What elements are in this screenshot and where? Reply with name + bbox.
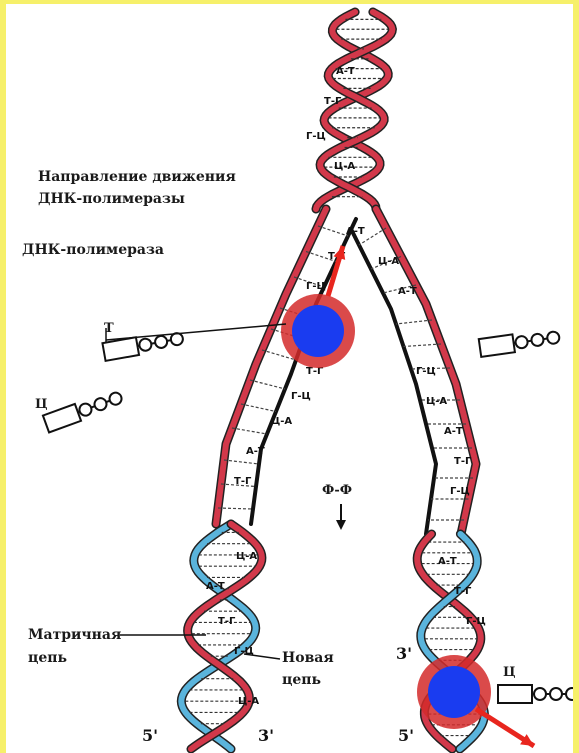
base-letter: Ц-А — [426, 396, 447, 407]
left-3-prime-end: 3' — [258, 726, 274, 745]
nucleotide-triphosphate-icon — [43, 388, 124, 432]
dna-strands — [181, 12, 484, 749]
free-nucleotide-base-bottom-right: Ц — [503, 664, 516, 682]
template-strand-label-line2: цепь — [28, 649, 67, 667]
base-letter: А-Т — [346, 226, 365, 237]
left-fork-arm-rung — [224, 460, 259, 464]
incoming-nucleotide-line — [106, 324, 286, 340]
nucleotide-triphosphate-icon-sugar — [498, 685, 532, 703]
base-letter: Ц-А — [378, 256, 399, 267]
nucleotide-triphosphate-icon-sugar — [43, 404, 81, 433]
nucleotide-triphosphate-icon-phosphate — [138, 338, 152, 352]
nucleotide-triphosphate-icon-phosphate — [534, 688, 546, 700]
base-letter: Т-Г — [454, 456, 472, 467]
base-pair-rungs: А-Т Т-Г Г-Ц Ц-А А-Т Т-Г Г-Ц Ц-А А-Т Т-Г Г-Ц Ц-А А-Т Т… — [185, 19, 485, 735]
base-letter: Т-Г — [218, 616, 236, 627]
nucleotide-triphosphate-icon — [479, 328, 561, 357]
nucleotide-triphosphate-icon — [498, 685, 573, 703]
new-strand-label-line1: Новая — [282, 649, 334, 667]
nucleotide-triphosphate-icon-phosphate — [566, 688, 573, 700]
base-letter: Ц-А — [238, 696, 259, 707]
base-letter: Г-Ц — [306, 131, 326, 142]
nucleotide-triphosphate-icon-phosphate — [154, 335, 168, 349]
base-letter: Ц-А — [236, 551, 257, 562]
direction-label-line2: ДНК-полимеразы — [38, 190, 185, 208]
right-3-prime-end: 3' — [396, 644, 412, 663]
direction-label-line1: Направление движения — [38, 168, 236, 186]
base-letter: А-Т — [206, 581, 225, 592]
nucleotide-triphosphate-icon-sugar — [102, 337, 139, 361]
base-letter: А-Т — [444, 426, 463, 437]
base-letter: А-Т — [246, 446, 265, 457]
left-fork-arm-rung — [250, 380, 285, 389]
nucleotide-triphosphate-icon-phosphate — [531, 333, 545, 347]
left-fork-arm-rung — [218, 508, 253, 509]
base-letter: Г-Ц — [450, 486, 470, 497]
base-letter: Г-Ц — [466, 616, 486, 627]
base-letter: Т-Г — [454, 586, 472, 597]
right-fork-arm-rung — [404, 344, 442, 347]
base-letter: Ц-А — [334, 161, 355, 172]
nucleotide-triphosphate-icon-phosphate — [515, 335, 529, 349]
polymerase-sphere-icon — [292, 305, 344, 357]
released-diphosphate: Ф-Ф — [322, 482, 352, 500]
template-strand-label-line1: Матричная — [28, 626, 121, 644]
nucleotide-triphosphate-icon-phosphate — [108, 391, 123, 406]
nucleotide-triphosphate-icon-phosphate — [547, 331, 561, 345]
left-5-prime-end: 5' — [142, 726, 158, 745]
left-fork-arm-rung — [318, 226, 348, 236]
base-letter: А-Т — [398, 286, 417, 297]
diagram-canvas: А-Т Т-Г Г-Ц Ц-А А-Т Т-Г Г-Ц Ц-А А-Т Т-Г Г-Ц Ц-А А-Т Т… — [6, 4, 573, 753]
polymerase-label: ДНК-полимераза — [22, 241, 164, 259]
base-letter: Т-Г — [234, 476, 252, 487]
nucleotide-triphosphate-icon-phosphate — [550, 688, 562, 700]
base-letter: А-Т — [336, 66, 355, 77]
base-letter: Г-Ц — [291, 391, 311, 402]
free-nucleotide-base-left: Т — [104, 320, 114, 338]
right-fork-arm-inner — [351, 229, 436, 534]
left-fork-arm-rung — [232, 428, 267, 434]
nucleotide-triphosphate-icon-phosphate — [78, 402, 93, 417]
base-letter: А-Т — [438, 556, 457, 567]
release-arrow-icon — [336, 520, 346, 530]
base-letter: Т-Г — [324, 96, 342, 107]
base-letter: Ц-А — [271, 416, 292, 427]
right-fork-arm-rung — [396, 320, 432, 324]
new-strand-label-line2: цепь — [282, 671, 321, 689]
base-letter: Г-Ц — [306, 281, 326, 292]
polymerase-sphere-icon — [428, 666, 480, 718]
left-fork-arm-rung — [241, 404, 276, 412]
nucleotide-triphosphate-icon-sugar — [479, 334, 515, 357]
nucleotide-triphosphate-icon-bond — [78, 412, 80, 413]
right-5-prime-end: 5' — [398, 726, 414, 745]
base-letter: Г-Ц — [416, 366, 436, 377]
nucleotide-triphosphate-icon-phosphate — [93, 396, 108, 411]
free-nucleotide-base-lower-left: Ц — [35, 396, 48, 414]
